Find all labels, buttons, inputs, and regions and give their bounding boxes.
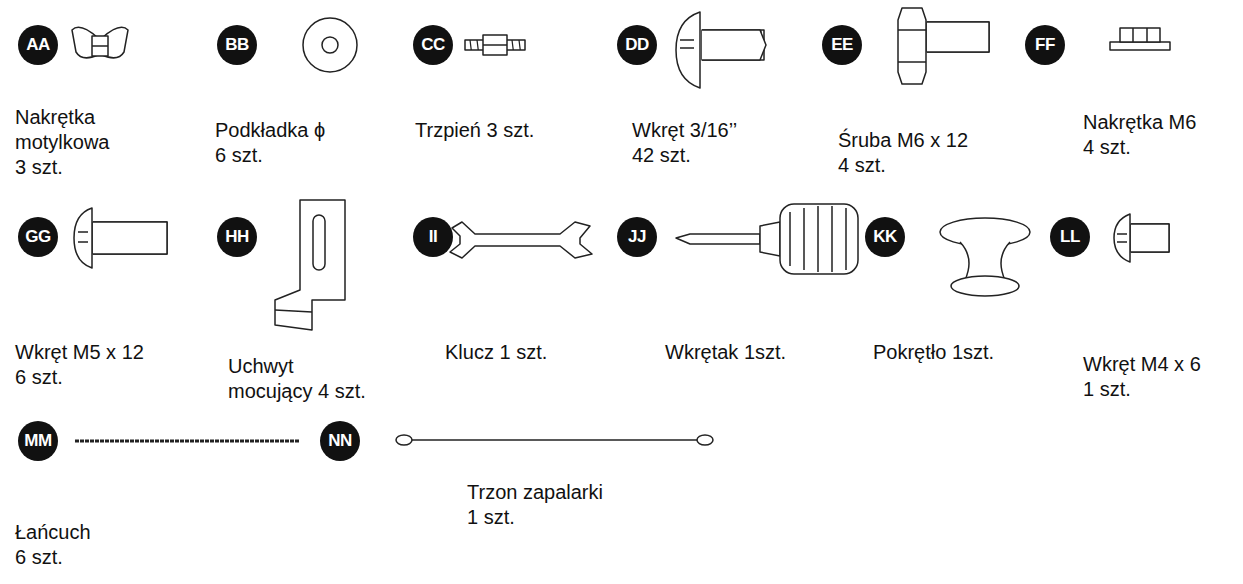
part-name: Nakrętka motylkowa 3 szt. — [15, 105, 120, 180]
callout-letter: CC — [421, 35, 445, 55]
callout-circle: AA — [18, 25, 58, 65]
callout-letter: JJ — [628, 227, 646, 247]
standoff — [465, 35, 525, 55]
callout-letter: MM — [24, 431, 51, 451]
callout-letter: HH — [225, 227, 249, 247]
callout-letter: NN — [328, 431, 352, 451]
part-name: Łańcuch 6 szt. — [15, 520, 105, 570]
part-name: Pokrętło 1szt. — [873, 340, 1073, 365]
callout-circle: NN — [320, 421, 360, 461]
wrench — [450, 222, 592, 258]
screw — [676, 12, 766, 88]
mounting-bracket — [275, 200, 345, 330]
part-name: Wkręt 3/16’’ 42 szt. — [632, 118, 747, 168]
callout-circle: MM — [18, 421, 58, 461]
chain — [75, 440, 300, 442]
callout-letter: II — [429, 227, 437, 247]
callout-circle: FF — [1025, 25, 1065, 65]
callout-circle: CC — [413, 25, 453, 65]
part-name: Wkrętak 1szt. — [665, 340, 865, 365]
callout-letter: DD — [625, 35, 649, 55]
callout-letter: LL — [1060, 227, 1080, 247]
part-name: Trzon zapalarki 1 szt. — [467, 480, 617, 530]
part-name: Klucz 1 szt. — [445, 340, 645, 365]
flange-nut — [1110, 28, 1170, 50]
callout-circle: EE — [822, 25, 862, 65]
hex-bolt — [898, 8, 989, 84]
callout-circle: JJ — [617, 217, 657, 257]
screw — [1114, 214, 1169, 262]
callout-circle: GG — [18, 217, 58, 257]
washer — [303, 18, 357, 72]
part-name: Nakrętka M6 4 szt. — [1083, 110, 1203, 160]
callout-letter: AA — [26, 35, 50, 55]
screw — [74, 208, 167, 268]
part-name: Wkręt M4 x 6 1 szt. — [1083, 352, 1213, 402]
part-name: Trzpień 3 szt. — [415, 118, 615, 143]
callout-circle: II — [413, 217, 453, 257]
callout-letter: BB — [225, 35, 249, 55]
igniter-rod — [396, 435, 713, 445]
callout-circle: KK — [865, 217, 905, 257]
callout-circle: LL — [1050, 217, 1090, 257]
part-name: Uchwyt mocujący 4 szt. — [228, 354, 370, 404]
part-name: Śruba M6 x 12 4 szt. — [838, 128, 980, 178]
callout-letter: GG — [25, 227, 50, 247]
callout-circle: HH — [217, 217, 257, 257]
callout-circle: BB — [217, 25, 257, 65]
callout-letter: FF — [1035, 35, 1055, 55]
knob — [940, 218, 1030, 296]
part-name: Podkładka ϕ 6 szt. — [215, 118, 335, 168]
wing-nut — [72, 27, 128, 58]
callout-letter: KK — [873, 227, 897, 247]
callout-letter: EE — [831, 35, 853, 55]
callout-circle: DD — [617, 25, 657, 65]
screwdriver — [676, 204, 858, 274]
part-name: Wkręt M5 x 12 6 szt. — [15, 340, 151, 390]
